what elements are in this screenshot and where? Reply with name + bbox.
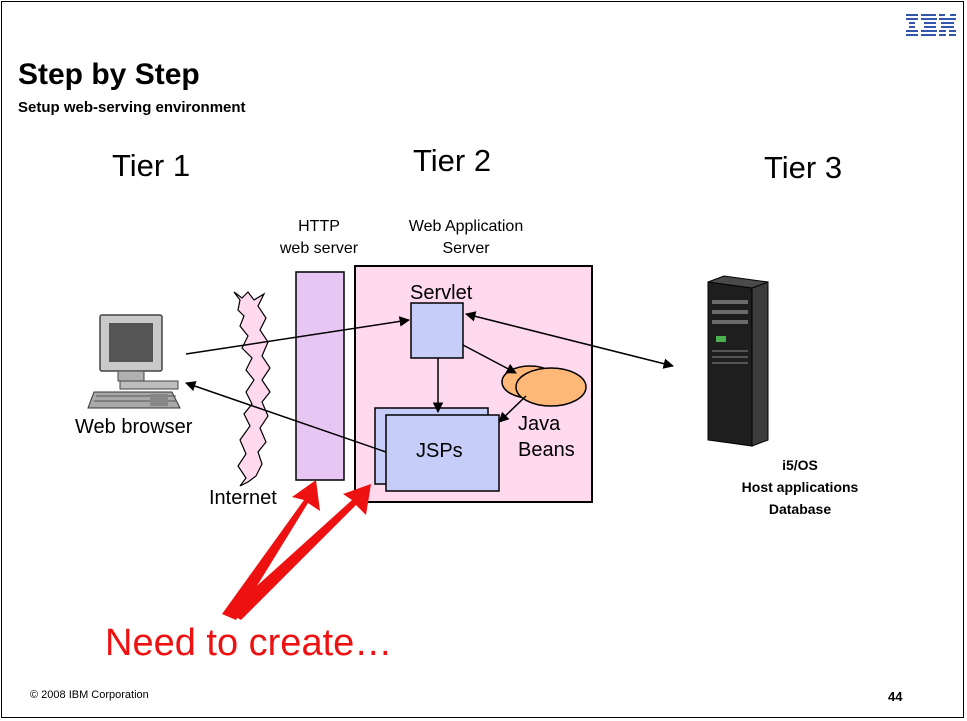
tier-1-label: Tier 1 [112,148,191,183]
arrow-browser-to-servlet [185,316,411,355]
jsps-label: JSPs [416,440,463,462]
need-to-create-callout: Need to create… [105,622,393,664]
java-beans-label-line1: Java [518,413,561,435]
app-server-label-line2: Server [442,240,490,257]
host-label-line3: Database [768,501,832,517]
host-label-line2: Host applications [741,479,859,495]
jsp-box-front [385,414,500,492]
host-label-line1: i5/OS [782,457,818,473]
http-server-box [295,271,345,481]
internet-cloud-icon [233,291,271,487]
web-browser-label: Web browser [75,416,193,438]
internet-label: Internet [209,487,277,509]
host-label: i5/OS Host applications Database [730,454,870,520]
computer-icon [87,314,181,409]
servlet-label: Servlet [410,282,473,304]
tier-2-label: Tier 2 [413,143,492,178]
tier-3-label: Tier 3 [764,150,843,185]
arrow-servlet-host [464,311,675,369]
copyright-footer: © 2008 IBM Corporation [30,689,149,701]
page-number: 44 [888,689,903,704]
page-title: Step by Step [18,58,200,91]
page-subtitle: Setup web-serving environment [18,99,246,116]
server-tower-icon [707,275,769,447]
arrow-jsp-to-browser [185,381,387,453]
ibm-logo [906,14,956,36]
http-server-label: HTTP web server [268,216,370,260]
java-beans-label-line2: Beans [518,439,575,461]
http-server-label-line2: web server [279,240,359,257]
servlet-box [410,302,464,359]
java-bean-front [515,367,587,407]
need-to-create-arrows [222,480,371,620]
arrow-beans-to-jsp [498,395,527,423]
app-server-label-line1: Web Application [408,218,524,235]
java-beans-label: Java Beans [518,411,575,463]
http-server-label-line1: HTTP [298,218,340,235]
app-server-label: Web Application Server [384,216,548,260]
